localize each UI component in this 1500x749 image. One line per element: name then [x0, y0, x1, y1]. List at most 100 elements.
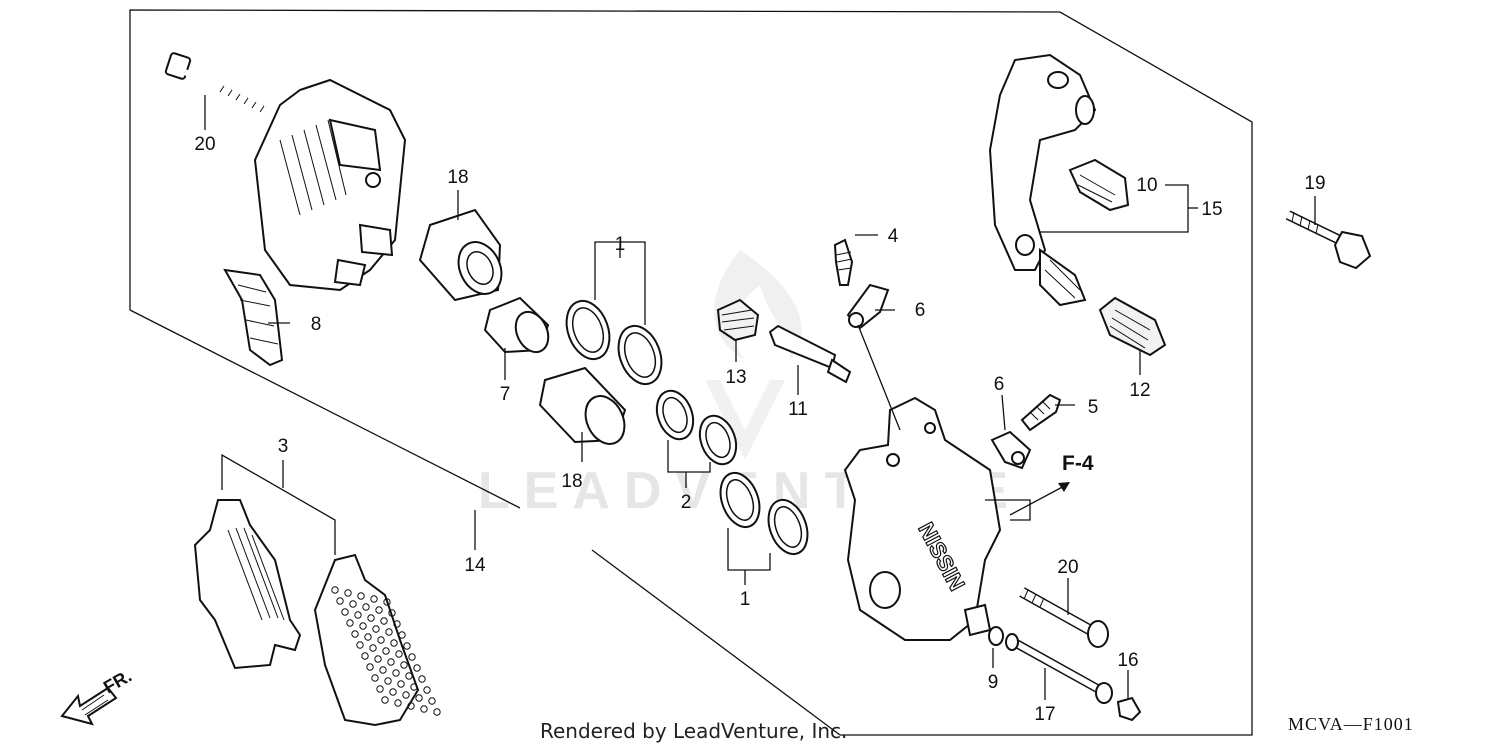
- callout-4: 4: [888, 226, 899, 247]
- callout-6-lower: 6: [994, 374, 1005, 395]
- seal-1-lower-b: [767, 498, 809, 556]
- friction-dot: [383, 598, 391, 606]
- boot-13: [716, 298, 760, 342]
- friction-dot: [428, 697, 436, 705]
- seal-1-upper-b: [617, 324, 663, 386]
- callout-18-lower: 18: [561, 471, 582, 492]
- caliper-housing-left: [253, 78, 407, 292]
- friction-dot: [390, 639, 398, 647]
- piston-18-lower: [538, 366, 627, 445]
- friction-dot: [374, 655, 382, 663]
- cap-6-upper: [846, 283, 890, 330]
- boot-12: [1098, 296, 1167, 357]
- callout-16: 16: [1117, 650, 1138, 671]
- callout-3: 3: [278, 436, 289, 457]
- friction-dot: [364, 633, 372, 641]
- bleeder-4: [833, 238, 854, 286]
- friction-dot: [366, 663, 374, 671]
- friction-dot: [356, 641, 364, 649]
- callout-17: 17: [1034, 704, 1055, 725]
- leader-lines: [204, 95, 1316, 700]
- friction-dot: [387, 658, 395, 666]
- diagram-code: MCVA—F1001: [1288, 714, 1414, 734]
- seal-1-upper-a: [565, 299, 611, 361]
- bolt-20-upper: [164, 52, 267, 118]
- friction-dot: [418, 675, 426, 683]
- friction-dot: [433, 708, 441, 716]
- callout-numbers: 20 8 18 1 7 18 2 1 13 11 4 6 6 5 10 15 1…: [194, 134, 1325, 725]
- friction-dot: [403, 642, 411, 650]
- friction-dot: [415, 694, 423, 702]
- callout-19: 19: [1304, 173, 1325, 194]
- friction-dot: [346, 619, 354, 627]
- friction-dot: [402, 691, 410, 699]
- seal-2-b: [698, 414, 738, 466]
- friction-dot: [349, 600, 357, 608]
- friction-dot: [369, 644, 377, 652]
- callout-6-upper: 6: [915, 300, 926, 321]
- friction-dot: [407, 702, 415, 710]
- callout-11: 11: [788, 399, 808, 420]
- callout-14: 14: [464, 555, 486, 576]
- friction-dot: [395, 650, 403, 658]
- bleeder-5: [1020, 393, 1062, 432]
- cap-6-lower: [990, 430, 1032, 470]
- friction-dot: [410, 683, 418, 691]
- watermark-emblem: [705, 250, 802, 460]
- brake-pad-3-rear: [193, 499, 302, 670]
- friction-dot: [336, 597, 344, 605]
- callout-1-upper: 1: [615, 234, 626, 255]
- reference-label: F-4: [1062, 452, 1094, 475]
- friction-dot: [393, 620, 401, 628]
- bolt-19: [1285, 210, 1372, 270]
- friction-dot: [372, 625, 380, 633]
- front-arrow-icon: [60, 686, 118, 726]
- callout-15: 15: [1201, 199, 1222, 220]
- friction-dot: [371, 674, 379, 682]
- friction-dot: [354, 611, 362, 619]
- washer-9: [988, 626, 1004, 646]
- pin-17: [1005, 633, 1113, 704]
- callout-9: 9: [988, 672, 999, 693]
- friction-dot: [380, 617, 388, 625]
- friction-dot: [379, 666, 387, 674]
- callout-7: 7: [500, 384, 511, 405]
- callout-5: 5: [1088, 397, 1099, 418]
- friction-dot: [344, 589, 352, 597]
- friction-dot: [385, 628, 393, 636]
- friction-dot: [398, 631, 406, 639]
- callout-1-lower: 1: [740, 589, 751, 610]
- friction-dot: [381, 696, 389, 704]
- friction-dot: [394, 699, 402, 707]
- piston-7: [483, 296, 550, 354]
- friction-dot: [405, 672, 413, 680]
- reference-arrow: [985, 482, 1070, 521]
- callout-13: 13: [725, 367, 746, 388]
- friction-dot: [400, 661, 408, 669]
- friction-dot: [370, 595, 378, 603]
- friction-dot: [351, 630, 359, 638]
- caliper-bracket-15: [988, 53, 1097, 307]
- friction-dot: [423, 686, 431, 694]
- friction-dot: [384, 677, 392, 685]
- friction-dot: [341, 608, 349, 616]
- pad-spring-8: [223, 268, 284, 367]
- friction-dot: [376, 685, 384, 693]
- friction-dot: [367, 614, 375, 622]
- friction-dot: [331, 586, 339, 594]
- friction-dot: [382, 647, 390, 655]
- friction-dot: [397, 680, 405, 688]
- brake-pad-3-front: [313, 553, 441, 727]
- assembly-frame: [129, 9, 1253, 736]
- friction-dot: [413, 664, 421, 672]
- friction-dot: [362, 603, 370, 611]
- friction-dot: [375, 606, 383, 614]
- retainer-10: [1068, 158, 1130, 212]
- friction-dot: [359, 622, 367, 630]
- seal-2-a: [655, 389, 695, 441]
- friction-dot: [377, 636, 385, 644]
- bolt-20-lower: [1019, 587, 1109, 648]
- caliper-body: NISSIN: [843, 396, 1002, 641]
- callout-8: 8: [311, 314, 322, 335]
